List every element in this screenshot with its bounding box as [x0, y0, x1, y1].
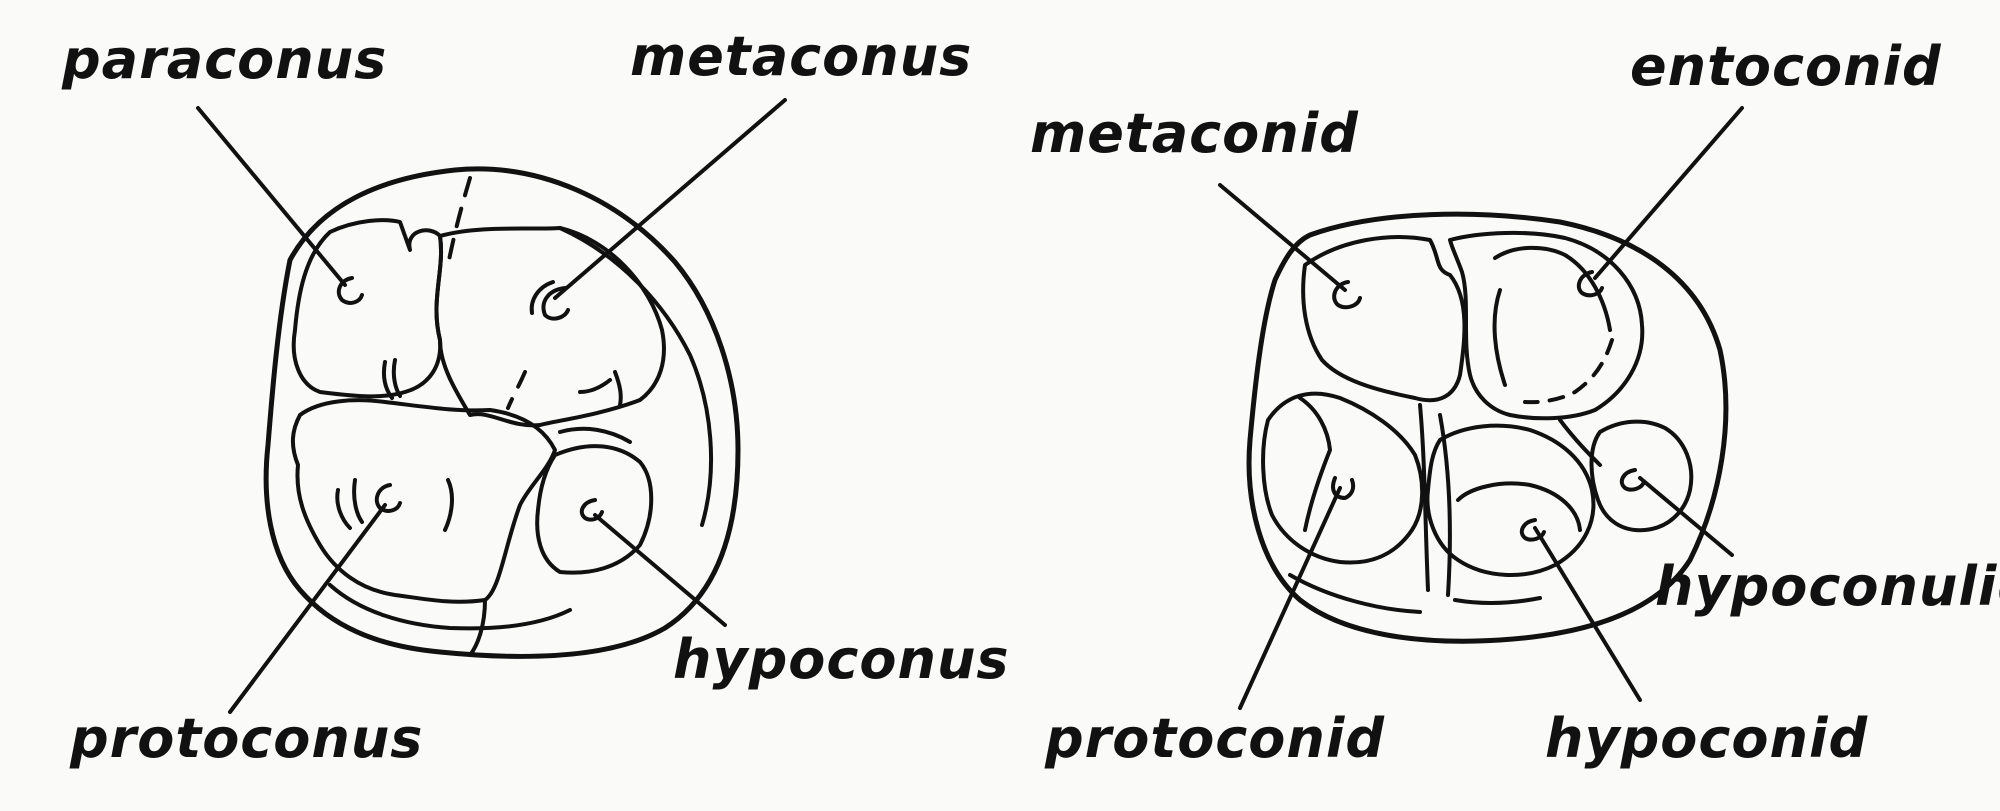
entoconid-dashes: [1523, 338, 1614, 405]
label-entoconid: entoconid: [1630, 35, 1942, 98]
protoconus-cusp: [291, 398, 557, 604]
label-protoconus: protoconus: [69, 707, 423, 770]
label-paraconus: paraconus: [61, 28, 387, 91]
metaconus-cusp: [434, 226, 666, 428]
hypoconus-cusp: [535, 444, 654, 575]
metaconid-leader: [1218, 183, 1347, 292]
metaconus-apex: [529, 280, 570, 321]
lower-cingulum: [1288, 573, 1422, 614]
label-hypoconus: hypoconus: [673, 628, 1010, 691]
upper-cingulum: [328, 583, 572, 631]
protoconus-leader: [228, 503, 387, 714]
upper-molar-drawing: [263, 166, 741, 659]
hypoconulid-leader: [1638, 476, 1734, 557]
protoconid-apex: [1331, 476, 1356, 500]
label-hypoconulid: hypoconulid: [1655, 555, 2000, 618]
upper-protoconus-arcs: [335, 478, 454, 532]
protoconid-cusp: [1261, 391, 1425, 565]
upper-molar-inner-rim: [558, 226, 713, 527]
upper-crest-dashes-2: [506, 370, 527, 410]
lower-molar-drawing: [1246, 211, 1729, 644]
lower-molar-outline: [1246, 211, 1729, 644]
upper-crest-dashes: [446, 176, 472, 267]
protoconid-leader: [1238, 486, 1342, 710]
label-hypoconid: hypoconid: [1545, 707, 1868, 770]
upper-cingulum-2: [468, 598, 487, 657]
protoconid-inner: [1298, 396, 1332, 532]
metaconus-leader: [553, 98, 787, 300]
paraconus-cusp: [291, 218, 444, 399]
hypoconus-leader: [593, 513, 727, 627]
hypoconulid-apex: [1619, 468, 1646, 492]
hypoconulid-cusp: [1589, 419, 1694, 533]
protoconus-apex: [374, 483, 402, 513]
paraconus-leader: [196, 106, 347, 287]
hypoconid-inner: [1456, 481, 1582, 532]
label-metaconus: metaconus: [630, 25, 972, 88]
upper-molar-outline: [263, 166, 741, 659]
label-metaconid: metaconid: [1030, 102, 1359, 165]
hypoconid-leader: [1533, 526, 1642, 702]
lower-central-fissure: [1418, 403, 1602, 605]
entoconid-leader: [1593, 106, 1744, 280]
label-protoconid: protoconid: [1044, 707, 1385, 770]
entoconid-apex: [1576, 270, 1604, 298]
entoconid-inner: [1492, 245, 1612, 387]
upper-fissure-ticks: [381, 358, 632, 444]
entoconid-cusp: [1448, 230, 1645, 421]
hypoconid-cusp: [1425, 423, 1596, 578]
metaconid-cusp: [1301, 235, 1467, 403]
